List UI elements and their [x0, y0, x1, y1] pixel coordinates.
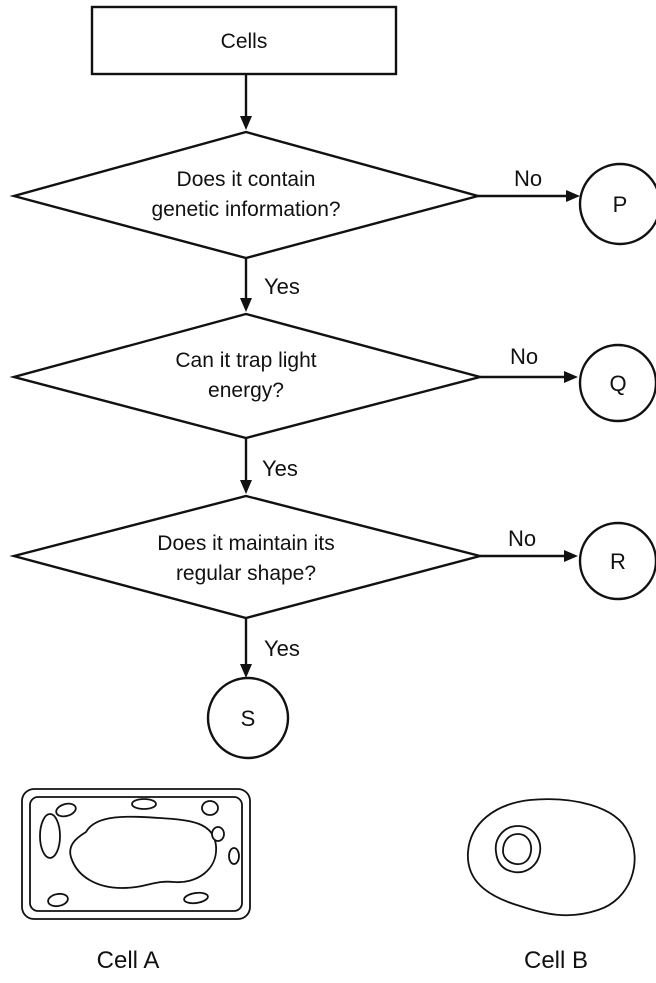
cell-b-illustration [467, 798, 636, 917]
cell-a-label: Cell A [97, 947, 160, 974]
start-label: Cells [221, 30, 268, 53]
decision-2-line2: energy? [208, 379, 284, 402]
decision-3-line1: Does it maintain its [157, 532, 334, 555]
decision-2-line1: Can it trap light [175, 349, 316, 372]
yes-label-3: Yes [264, 636, 300, 661]
outcome-q: Q [578, 343, 656, 423]
decision-1-line2: genetic information? [151, 198, 340, 221]
outcome-q-label: Q [609, 371, 626, 396]
yes-label-1: Yes [264, 274, 300, 299]
yes-arrow-3: Yes [240, 618, 300, 678]
no-arrow-1: No [478, 166, 580, 202]
outcome-p: P [578, 162, 656, 246]
outcome-s-label: S [241, 706, 256, 731]
outcome-r: R [578, 521, 656, 601]
decision-2: Can it trap light energy? [9, 312, 485, 440]
arrow-start-to-q1 [240, 74, 252, 130]
cell-b-label: Cell B [524, 947, 588, 974]
decision-1: Does it contain genetic information? [9, 130, 483, 260]
no-label-2: No [510, 344, 538, 369]
outcome-p-label: P [613, 192, 628, 217]
outcome-s: S [206, 676, 290, 760]
no-label-1: No [514, 166, 542, 191]
yes-arrow-2: Yes [240, 438, 298, 494]
no-label-3: No [508, 526, 536, 551]
yes-label-2: Yes [262, 456, 298, 481]
outcome-r-label: R [610, 549, 626, 574]
yes-arrow-1: Yes [240, 258, 300, 312]
decision-3: Does it maintain its regular shape? [9, 494, 485, 620]
start-box: Cells [90, 5, 398, 76]
no-arrow-3: No [480, 526, 578, 562]
cell-a-illustration [21, 788, 251, 920]
decision-1-line1: Does it contain [177, 168, 316, 191]
no-arrow-2: No [480, 344, 578, 383]
decision-3-line2: regular shape? [176, 562, 316, 585]
